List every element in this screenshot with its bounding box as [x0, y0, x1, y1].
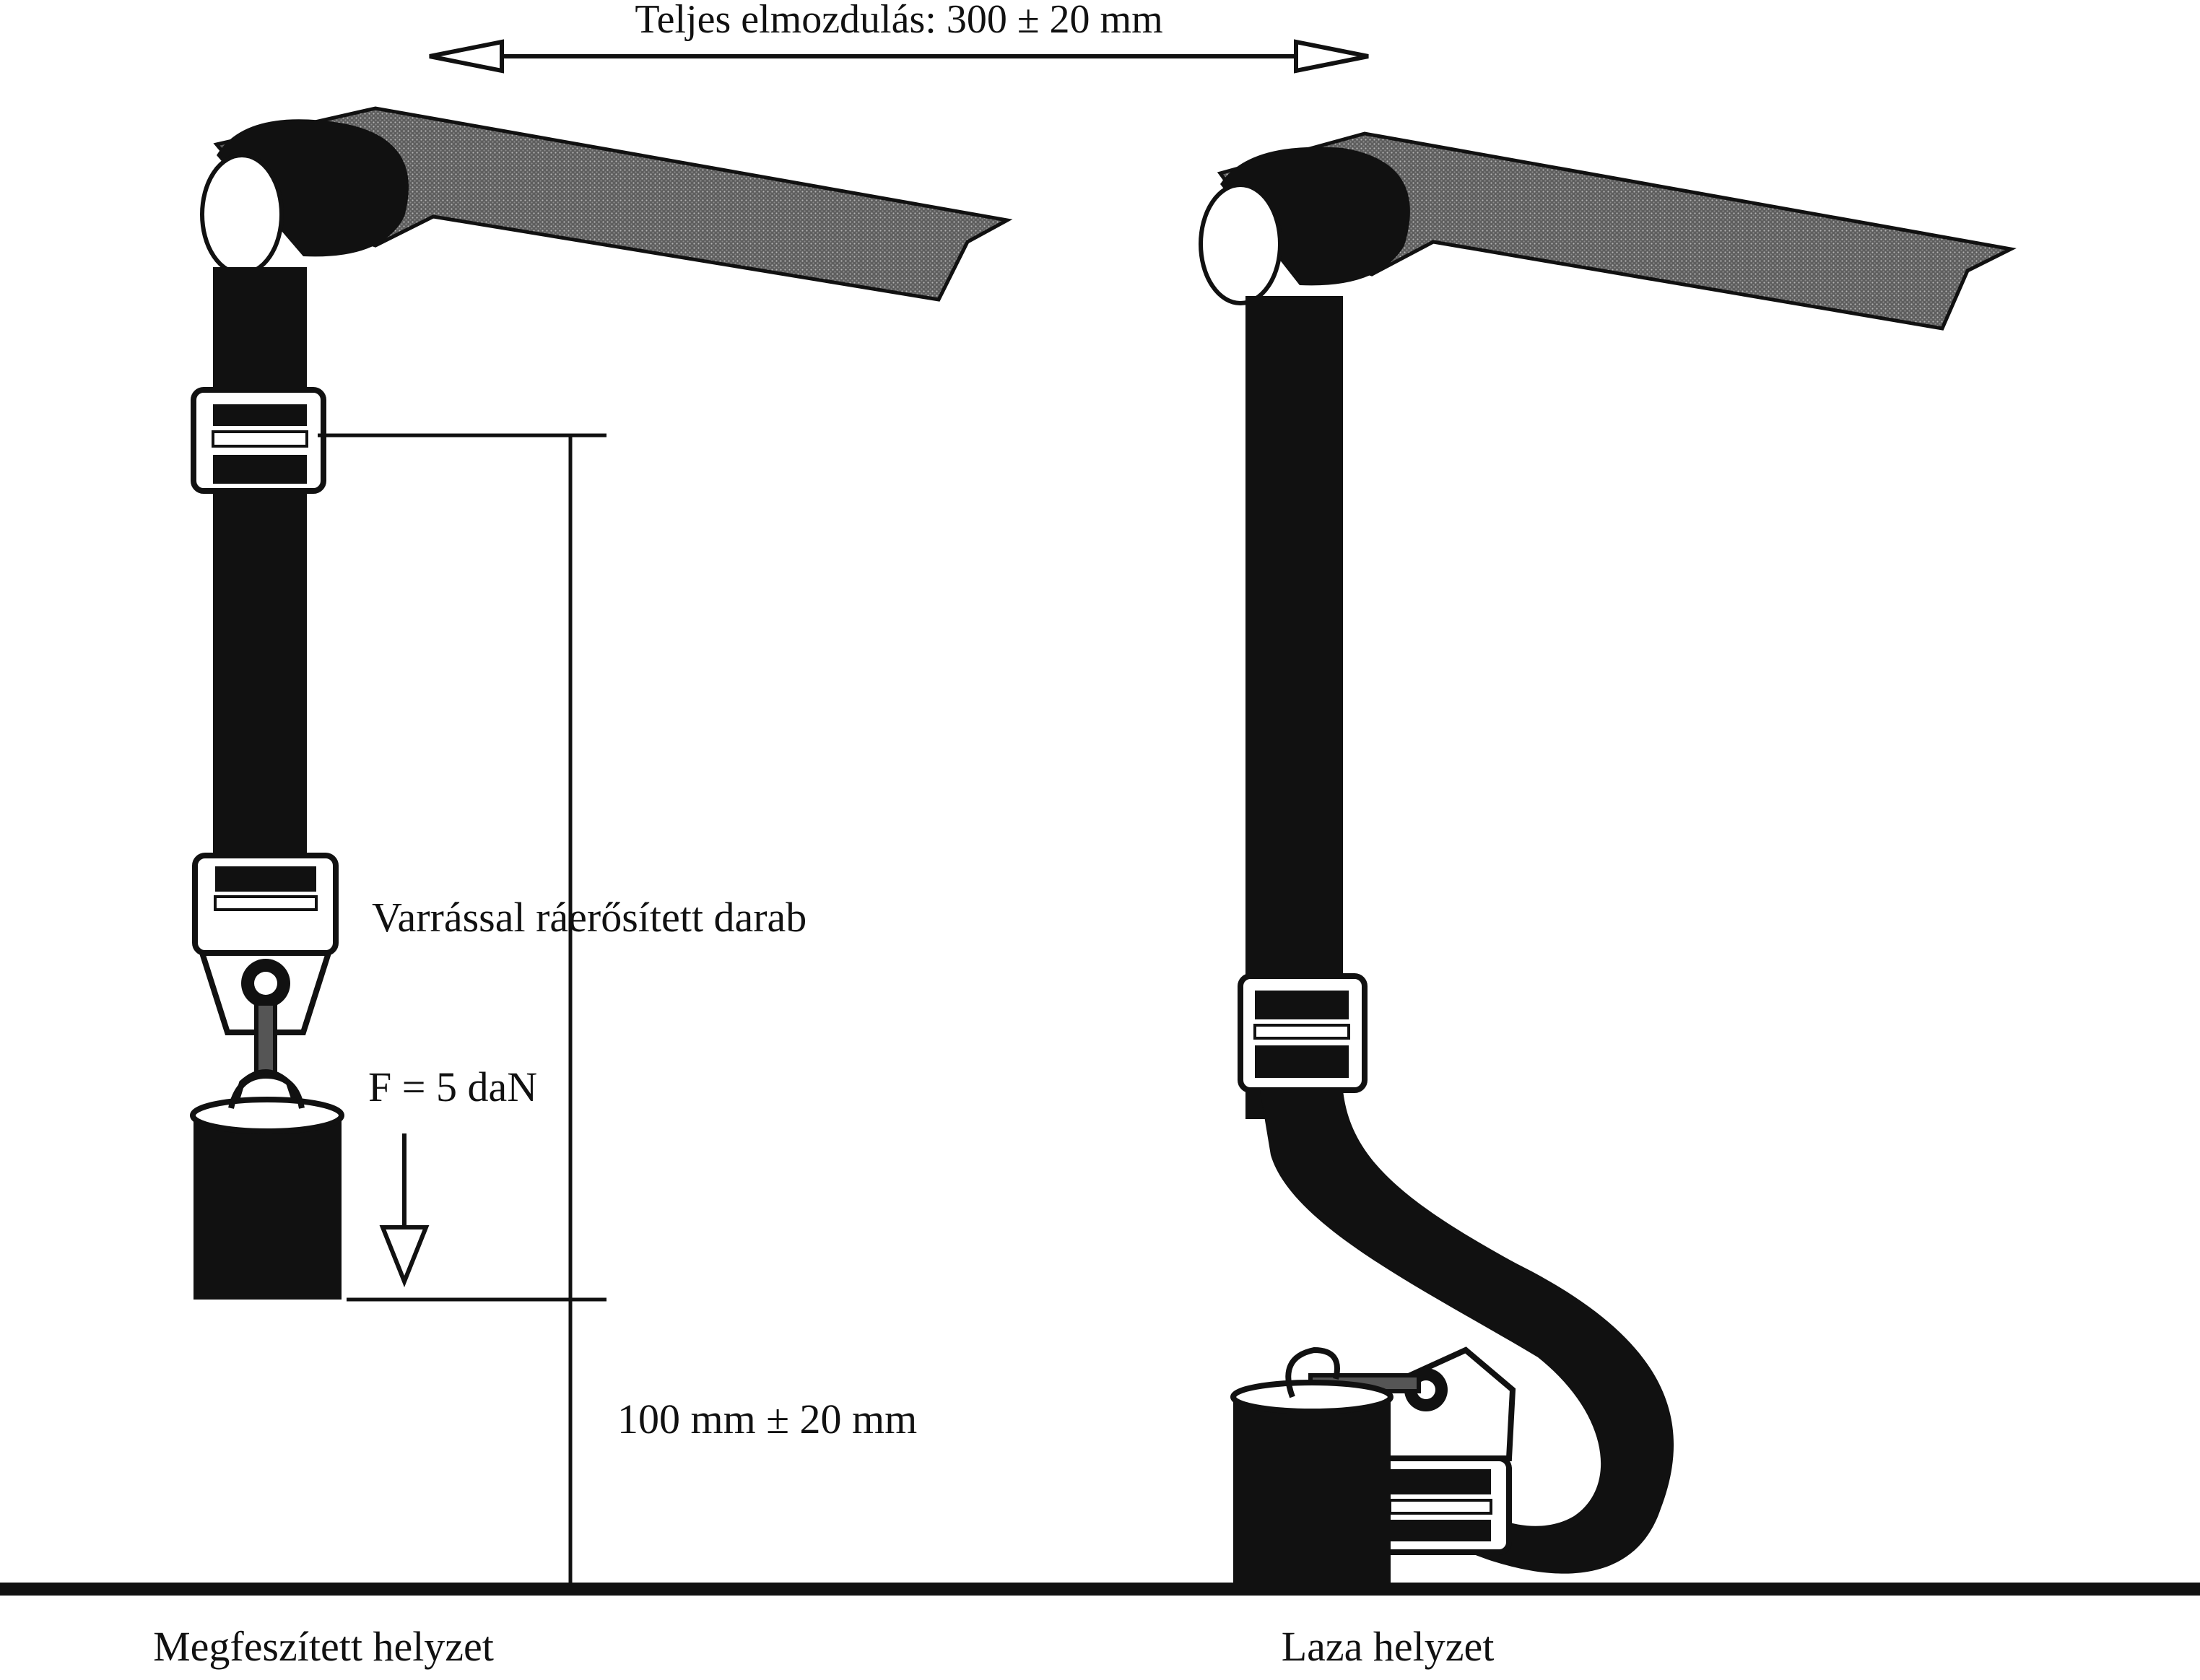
weight-right [1230, 1346, 1394, 1588]
adjuster-buckle-right [1238, 973, 1368, 1093]
displacement-arrow [429, 39, 1369, 74]
weight-left [190, 1072, 344, 1300]
slack-assembly [1199, 131, 2017, 1588]
tensioned-position-label: Megfeszített helyzet [153, 1623, 494, 1670]
sewn-piece-left [192, 853, 339, 1035]
dimension-line [318, 433, 606, 1585]
anchorage-bracket-left [200, 119, 409, 276]
adjuster-buckle-left [191, 387, 326, 494]
floor-line [0, 1583, 2200, 1596]
slack-loop [1260, 1090, 1674, 1574]
vertical-strap-left [213, 267, 307, 902]
force-label: F = 5 daN [368, 1063, 537, 1110]
distance-label: 100 mm ± 20 mm [617, 1396, 917, 1442]
slack-position-label: Laza helyzet [1282, 1623, 1495, 1670]
sewn-piece-label: Varrással ráerősített darab [372, 894, 806, 941]
force-arrow [379, 1133, 430, 1288]
anchorage-bracket-right [1199, 147, 1410, 305]
tensioned-assembly [190, 106, 1013, 1300]
total-displacement-label: Teljes elmozdulás: 300 ± 20 mm [635, 0, 1162, 42]
